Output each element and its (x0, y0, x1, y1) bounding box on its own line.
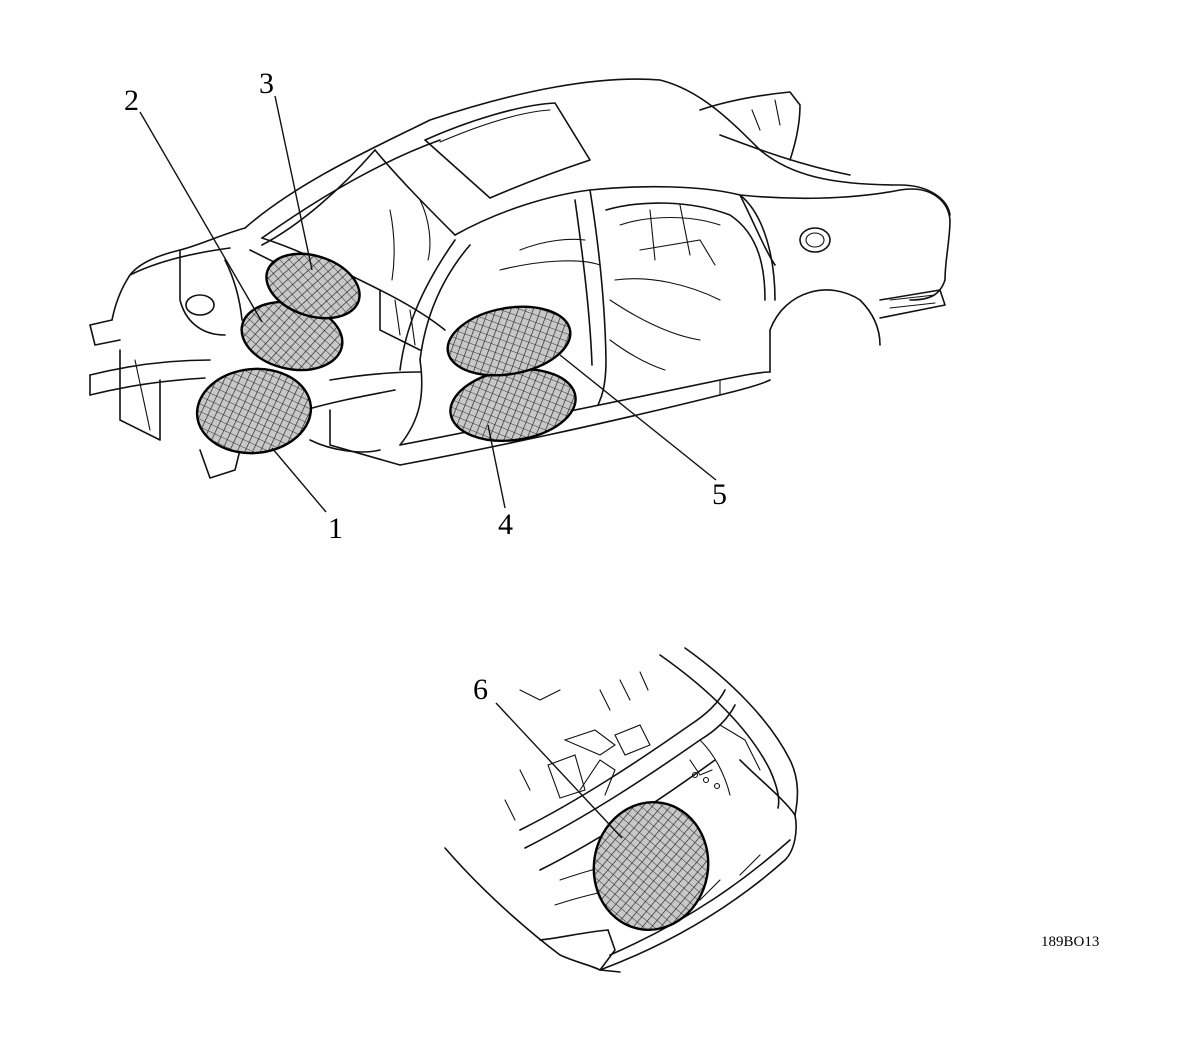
hatched-zones (195, 252, 577, 455)
leader-lines (139, 95, 717, 513)
callout-6: 6 (473, 673, 488, 706)
leader-line-6 (495, 702, 623, 839)
zone-6 (592, 800, 710, 932)
zone-5 (446, 305, 572, 377)
car-body-shell (89, 78, 951, 479)
callout-5: 5 (712, 478, 727, 511)
zone-1 (195, 367, 313, 455)
callout-1: 1 (328, 512, 343, 545)
figure-code: 189BO13 (1041, 934, 1099, 950)
callout-4: 4 (498, 508, 513, 541)
callout-3: 3 (259, 67, 274, 100)
callout-2: 2 (124, 84, 139, 117)
rear-floor-detail (444, 647, 799, 973)
zone-3 (265, 252, 361, 320)
